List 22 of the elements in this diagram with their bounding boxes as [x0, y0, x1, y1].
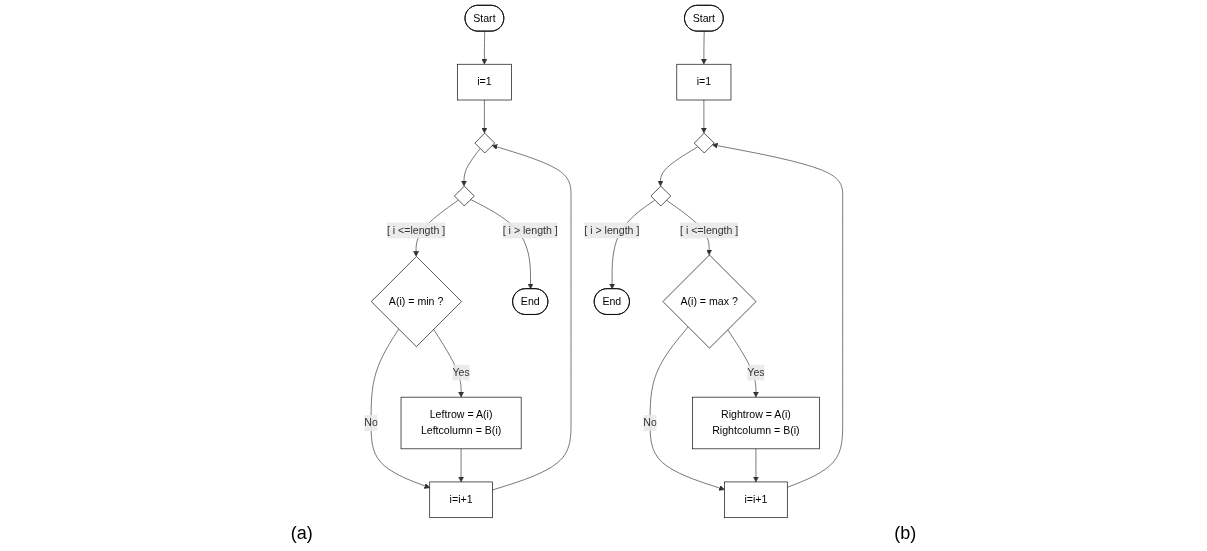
edge-label: [ i <=length ] [386, 224, 446, 236]
edge-label: No [643, 417, 657, 429]
figure-label: (a) [290, 523, 313, 545]
node-diamond [474, 132, 495, 154]
node-diamond [650, 185, 672, 207]
node-box: i=i+1 [429, 481, 493, 519]
node-box: i=1 [457, 63, 512, 101]
edge-label: [ i <=length ] [679, 224, 739, 236]
edge-label: No [364, 417, 378, 429]
node-diamond: A(i) = min ? [370, 256, 462, 347]
edge-label: [ i > length ] [584, 224, 640, 236]
node-box: Leftrow = A(i) Leftcolumn = B(i) [400, 396, 522, 450]
node-box: i=1 [676, 63, 732, 101]
node-diamond [454, 185, 475, 207]
node-box: Rightrow = A(i) Rightcolumn = B(i) [692, 396, 820, 450]
node-diamond [693, 132, 715, 154]
edge-label: Yes [747, 366, 765, 378]
node-box: i=i+1 [724, 481, 788, 519]
figure-label: (b) [894, 523, 917, 545]
edge-label: Yes [452, 366, 470, 378]
edge-label: [ i > length ] [502, 224, 558, 236]
node-diamond: A(i) = max ? [662, 254, 757, 349]
